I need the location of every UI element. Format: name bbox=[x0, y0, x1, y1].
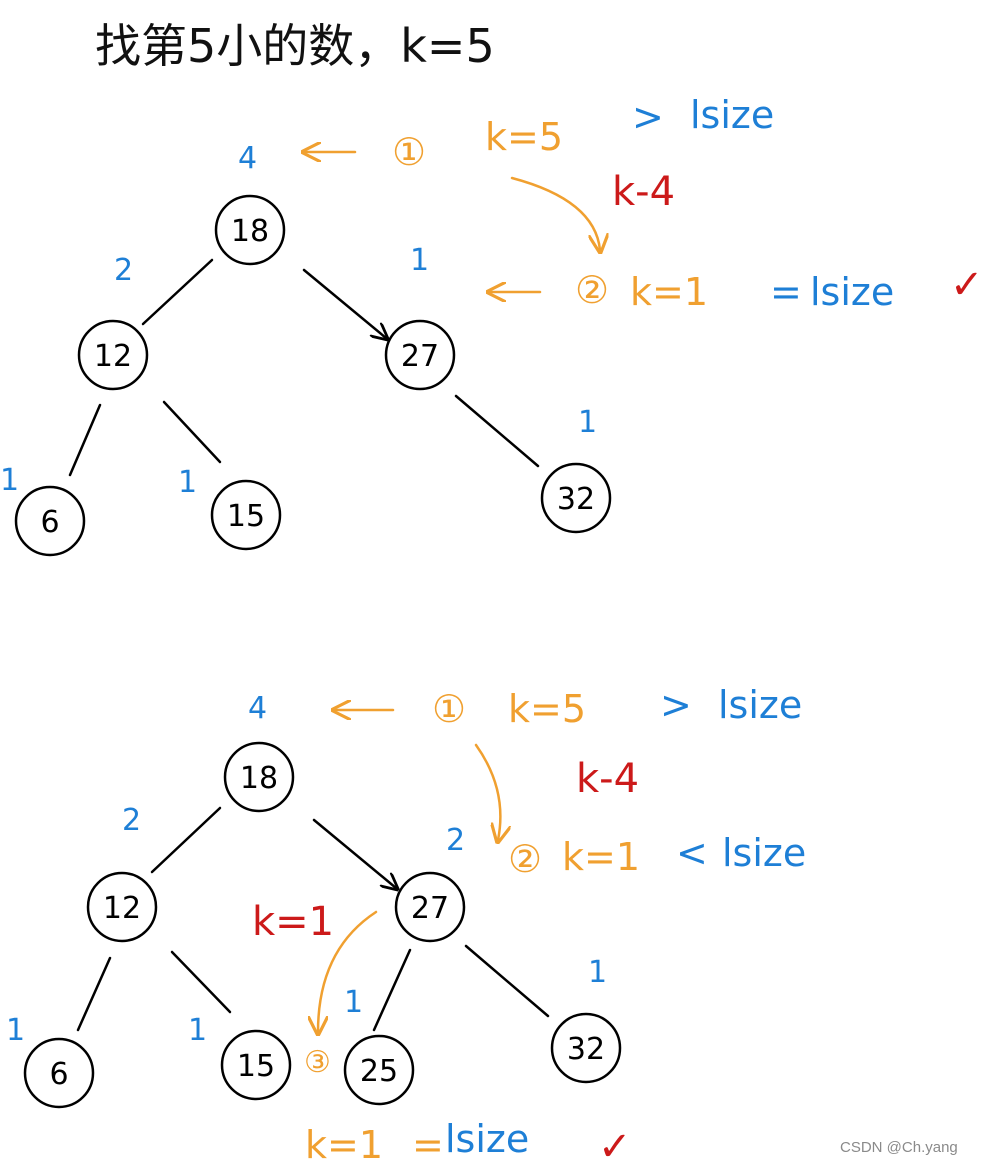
tree-node-32: 32 bbox=[540, 462, 612, 534]
step2-expression: k=1 bbox=[630, 270, 708, 314]
tree-node-18: 18 bbox=[214, 194, 286, 266]
step2-relation: = bbox=[770, 270, 802, 314]
size-label-18: 4 bbox=[238, 141, 257, 176]
edge-12-15 bbox=[170, 950, 232, 1014]
svg-text:27: 27 bbox=[411, 891, 449, 926]
step1-lsize: lsize bbox=[690, 93, 774, 137]
svg-text:6: 6 bbox=[49, 1057, 68, 1092]
size-label-15: 1 bbox=[178, 465, 197, 500]
tree-node-12: 12 bbox=[86, 871, 158, 943]
size-label-18: 4 bbox=[248, 691, 267, 726]
svg-text:32: 32 bbox=[557, 482, 595, 517]
step3-lsize: lsize bbox=[445, 1117, 529, 1161]
size-label-32: 1 bbox=[588, 955, 607, 990]
diagram-2: 18 12 27 6 15 25 32 4 2 2 1 1 bbox=[6, 683, 806, 1167]
check-mark-icon: ✓ bbox=[598, 1124, 632, 1167]
svg-text:18: 18 bbox=[231, 214, 269, 249]
step1-expression: k=5 bbox=[508, 687, 586, 731]
size-label-6: 1 bbox=[6, 1013, 25, 1048]
tree-node-27: 27 bbox=[394, 871, 466, 943]
subtract-note: k-4 bbox=[612, 169, 675, 215]
svg-text:27: 27 bbox=[401, 339, 439, 374]
edge-18-12 bbox=[150, 806, 222, 874]
step2-expression: k=1 bbox=[562, 835, 640, 879]
check-mark-icon: ✓ bbox=[950, 262, 984, 308]
tree-node-18: 18 bbox=[223, 741, 295, 813]
tree-node-15: 15 bbox=[210, 479, 282, 551]
watermark: CSDN @Ch.yang bbox=[840, 1139, 958, 1156]
curved-arrow-step1-to-step2 bbox=[474, 743, 500, 840]
edge-27-25 bbox=[372, 948, 412, 1032]
edge-18-12 bbox=[141, 258, 214, 326]
svg-text:15: 15 bbox=[227, 499, 265, 534]
step1-relation: > bbox=[660, 683, 692, 727]
page-title: 找第5小的数，k=5 bbox=[95, 19, 495, 73]
tree-node-6: 6 bbox=[23, 1037, 95, 1109]
svg-text:32: 32 bbox=[567, 1032, 605, 1067]
tree-node-27: 27 bbox=[384, 319, 456, 391]
edge-27-32 bbox=[454, 394, 540, 468]
step1-marker: ① bbox=[432, 687, 466, 731]
curved-arrow-step1-to-step2 bbox=[510, 176, 600, 250]
subtract-note: k-4 bbox=[576, 756, 639, 802]
step1-relation: > bbox=[632, 95, 664, 139]
edge-12-6 bbox=[76, 956, 112, 1032]
edge-18-27 bbox=[312, 818, 396, 888]
size-label-27: 1 bbox=[410, 243, 429, 278]
tree-node-15: 15 bbox=[220, 1029, 292, 1101]
edge-12-6 bbox=[68, 403, 102, 477]
step2-lsize: lsize bbox=[722, 831, 806, 875]
size-label-12: 2 bbox=[122, 803, 141, 838]
tree-node-6: 6 bbox=[14, 485, 86, 557]
step1-lsize: lsize bbox=[718, 683, 802, 727]
size-label-15: 1 bbox=[188, 1013, 207, 1048]
edge-18-27 bbox=[302, 268, 386, 338]
edge-12-15 bbox=[162, 400, 222, 464]
svg-text:12: 12 bbox=[94, 339, 132, 374]
svg-text:12: 12 bbox=[103, 891, 141, 926]
tree-node-32: 32 bbox=[550, 1012, 622, 1084]
step1-expression: k=5 bbox=[485, 115, 563, 159]
diagram-1: 18 12 27 6 15 32 4 2 1 1 1 1 ① bbox=[0, 93, 984, 557]
k-note: k=1 bbox=[252, 899, 334, 945]
step3-marker: ③ bbox=[304, 1045, 331, 1080]
size-label-25: 1 bbox=[344, 985, 363, 1020]
step2-marker: ② bbox=[508, 837, 542, 881]
svg-text:18: 18 bbox=[240, 761, 278, 796]
step2-marker: ② bbox=[575, 268, 609, 312]
svg-text:6: 6 bbox=[40, 505, 59, 540]
tree-node-12: 12 bbox=[77, 319, 149, 391]
size-label-32: 1 bbox=[578, 405, 597, 440]
svg-text:25: 25 bbox=[360, 1054, 398, 1089]
size-label-12: 2 bbox=[114, 253, 133, 288]
step2-relation: < bbox=[676, 831, 708, 875]
step3-expression: k=1 bbox=[305, 1123, 383, 1167]
size-label-27: 2 bbox=[446, 823, 465, 858]
step1-marker: ① bbox=[392, 130, 426, 174]
curved-arrow-step2-to-step3 bbox=[318, 910, 378, 1032]
edge-27-32 bbox=[464, 944, 550, 1018]
step2-lsize: lsize bbox=[810, 270, 894, 314]
svg-text:15: 15 bbox=[237, 1049, 275, 1084]
tree-node-25: 25 bbox=[343, 1034, 415, 1106]
step3-relation: = bbox=[412, 1123, 444, 1167]
size-label-6: 1 bbox=[0, 463, 19, 498]
